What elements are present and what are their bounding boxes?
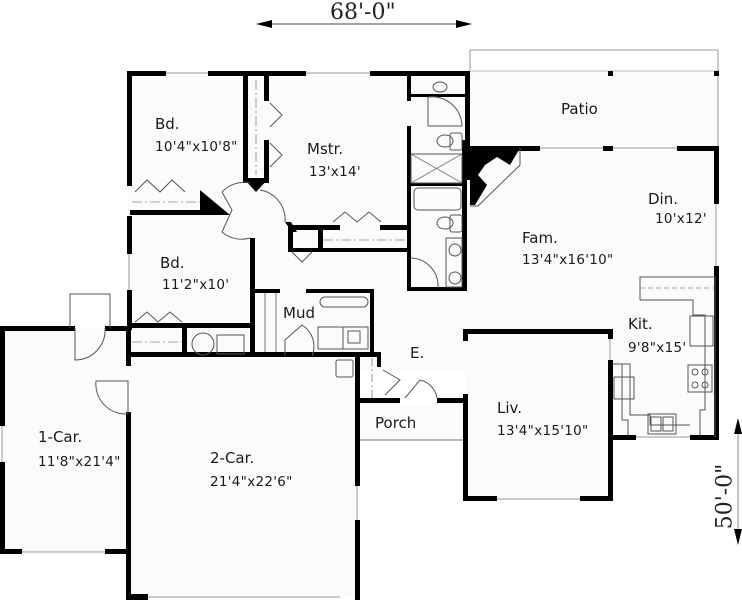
room-living-name: Liv. [497,399,523,417]
room-garage-1-name: 1-Car. [38,428,83,446]
door-swings [74,96,463,415]
room-master-name: Mstr. [307,140,344,158]
room-porch-name: Porch [375,414,417,432]
room-entry-name: E. [410,344,425,362]
interior-walls [128,71,521,441]
room-bedroom-2-name: Bd. [160,254,185,272]
exterior-walls [127,49,719,501]
room-kitchen-dimensions: 9'8"x15' [628,340,687,356]
room-master-dimensions: 13'x14' [309,164,361,180]
floor-fills [2,73,718,598]
room-living-dimensions: 13'4"x15'10" [497,423,589,439]
overall-width-label: 68'-0" [330,0,396,25]
room-bedroom-1-dimensions: 10'4"x10'8" [155,139,238,155]
room-bedroom-1-name: Bd. [155,115,180,133]
room-family-name: Fam. [522,229,558,247]
room-garage-2-name: 2-Car. [210,449,255,467]
room-garage-1-dimensions: 11'8"x21'4" [38,454,121,470]
room-garage-2-dimensions: 21'4"x22'6" [210,474,293,490]
room-dining-dimensions: 10'x12' [655,211,707,227]
overall-depth-label: 50'-0" [712,463,738,530]
width-dimension-line [256,20,472,28]
fixtures [191,81,716,437]
room-family-dimensions: 13'4"x16'10" [522,252,614,268]
depth-dimension-line [734,418,742,545]
garage-walls [0,293,360,600]
room-patio-name: Patio [561,100,598,118]
room-kitchen-name: Kit. [628,315,653,333]
room-bedroom-2-dimensions: 11'2"x10' [162,277,230,293]
room-mud-name: Mud [283,304,315,322]
room-dining-name: Din. [648,190,678,208]
